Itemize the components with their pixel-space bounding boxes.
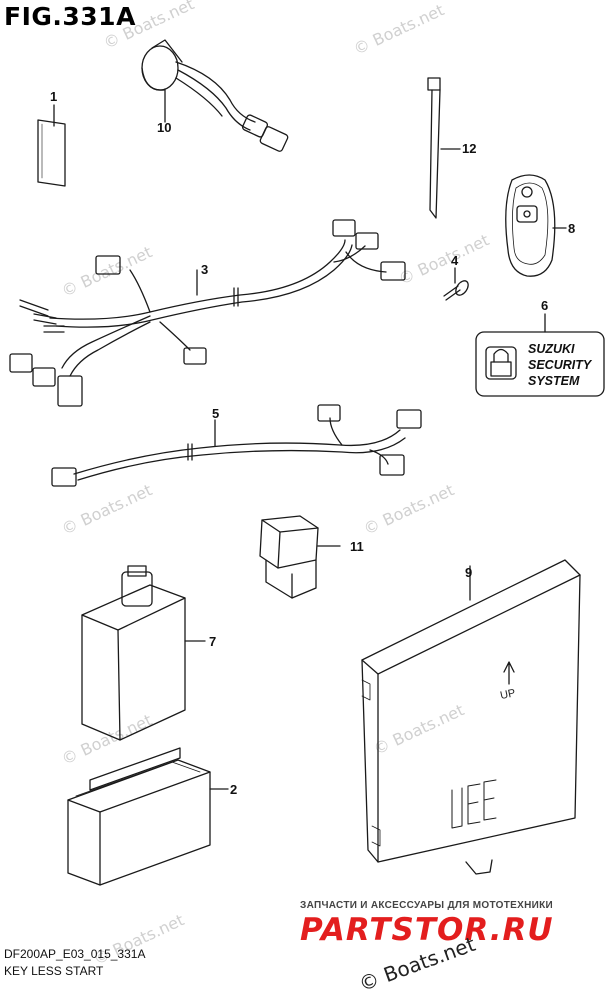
shop-logo: PARTSTOR.RU — [300, 912, 554, 948]
part-4-screw — [443, 267, 469, 301]
part-5-sub-harness — [51, 404, 422, 487]
part-1-label-sheet — [37, 104, 66, 187]
callout-3: 3 — [201, 262, 209, 277]
part-12-cable-tie — [427, 77, 461, 219]
security-label-line1: SUZUKI — [528, 342, 575, 356]
callout-6: 6 — [541, 298, 549, 313]
part-2-bracket — [67, 747, 229, 886]
callout-11: 11 — [350, 539, 364, 554]
callout-10: 10 — [157, 120, 172, 135]
ecu-marking: UP — [499, 687, 516, 702]
part-3-main-harness — [9, 219, 406, 407]
part-7-control-unit — [81, 565, 206, 741]
figure-subtitle: KEY LESS START — [4, 964, 104, 978]
shop-tagline: ЗАПЧАСТИ И АКСЕССУАРЫ ДЛЯ МОТОТЕХНИКИ — [300, 900, 553, 911]
callout-8: 8 — [568, 221, 576, 236]
figure-title: FIG.331A — [4, 2, 136, 31]
part-11-relay — [259, 515, 341, 599]
security-label-line2: SECURITY — [528, 358, 593, 372]
callout-12: 12 — [462, 141, 477, 156]
security-label-line3: SYSTEM — [528, 374, 580, 388]
part-8-key-fob — [505, 174, 567, 277]
callout-9: 9 — [465, 565, 473, 580]
callout-2: 2 — [230, 782, 238, 797]
callout-4: 4 — [451, 253, 459, 268]
part-10-sensor-harness — [141, 39, 289, 152]
callout-7: 7 — [209, 634, 217, 649]
callout-5: 5 — [212, 406, 220, 421]
figure-code: DF200AP_E03_015_331A — [4, 947, 146, 961]
part-9-ecu — [361, 559, 581, 875]
part-6-security-label — [475, 313, 605, 397]
callout-1: 1 — [50, 89, 58, 104]
